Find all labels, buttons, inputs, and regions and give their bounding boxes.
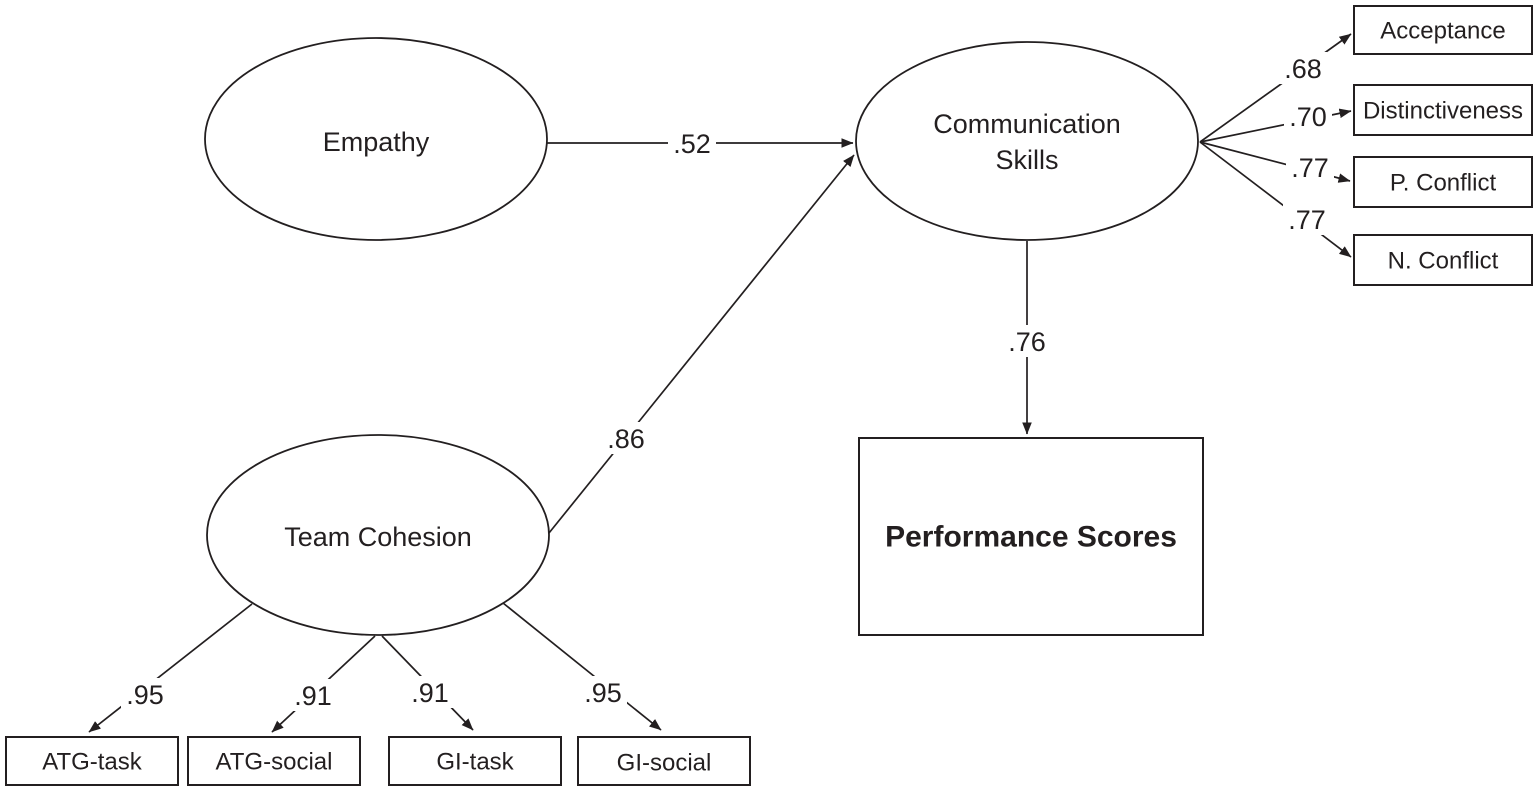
box-atg-social [187,736,361,786]
label-gap [1279,52,1327,84]
label-gap [602,422,650,454]
path-cohesion-to-atg-task [88,603,253,733]
gi-social-label: GI-social [617,750,712,777]
loading-atg-social: .91 [294,681,332,711]
atg-task-label: ATG-task [42,749,143,776]
performance-scores-label: Performance Scores [885,521,1177,554]
communication-indicator-nodes: Acceptance Distinctiveness P. Conflict N… [1353,5,1533,286]
loading-atg-task: .95 [126,680,164,710]
label-gap [121,678,169,710]
distinctiveness-label: Distinctiveness [1363,98,1523,125]
loading-acceptance: .68 [1284,54,1322,84]
label-gap [1284,100,1332,132]
label-gap [1286,151,1334,183]
box-p-conflict [1353,156,1533,208]
box-acceptance [1353,5,1533,55]
path-cohesion-to-gi-social [502,602,662,731]
coefficient-empathy-communication: .52 [673,129,711,159]
box-gi-task [388,736,562,786]
path-cohesion-to-communication [548,154,855,534]
ellipse-team-cohesion [206,434,550,636]
n-conflict-label: N. Conflict [1388,248,1499,275]
ellipse-communication-skills [855,41,1199,241]
loading-p-conflict: .77 [1291,153,1329,183]
label-gap [289,679,337,711]
outcome-node: Performance Scores [858,437,1204,636]
path-coefficient-labels: .52 .86 .76 .68 .70 .77 .77 .95 .91 .91 … [121,52,1334,711]
p-conflict-label: P. Conflict [1390,170,1497,197]
atg-social-label: ATG-social [216,749,333,776]
box-n-conflict [1353,234,1533,286]
loading-gi-social: .95 [584,678,622,708]
loading-gi-task: .91 [411,678,449,708]
loading-distinctiveness: .70 [1289,102,1327,132]
label-gap [1003,325,1051,357]
loading-n-conflict: .77 [1288,205,1326,235]
coefficient-cohesion-communication: .86 [607,424,645,454]
empathy-label: Empathy [323,127,430,157]
latent-variable-nodes: Empathy Communication Skills Team Cohesi… [204,37,1199,636]
label-gap [579,676,627,708]
path-communication-to-n-conflict [1199,141,1352,258]
label-gap [406,676,454,708]
communication-skills-label-line1: Communication [933,109,1121,139]
box-distinctiveness [1353,84,1533,136]
cohesion-indicator-nodes: ATG-task ATG-social GI-task GI-social [5,736,751,786]
team-cohesion-label: Team Cohesion [284,522,472,552]
label-gap [1283,203,1331,235]
gi-task-label: GI-task [436,749,514,776]
box-performance-scores [858,437,1204,636]
coefficient-communication-performance: .76 [1008,327,1046,357]
communication-skills-label-line2: Skills [995,145,1058,175]
label-gap [668,127,716,159]
box-gi-social [577,736,751,786]
ellipse-empathy [204,37,548,241]
acceptance-label: Acceptance [1380,18,1505,45]
box-atg-task [5,736,179,786]
